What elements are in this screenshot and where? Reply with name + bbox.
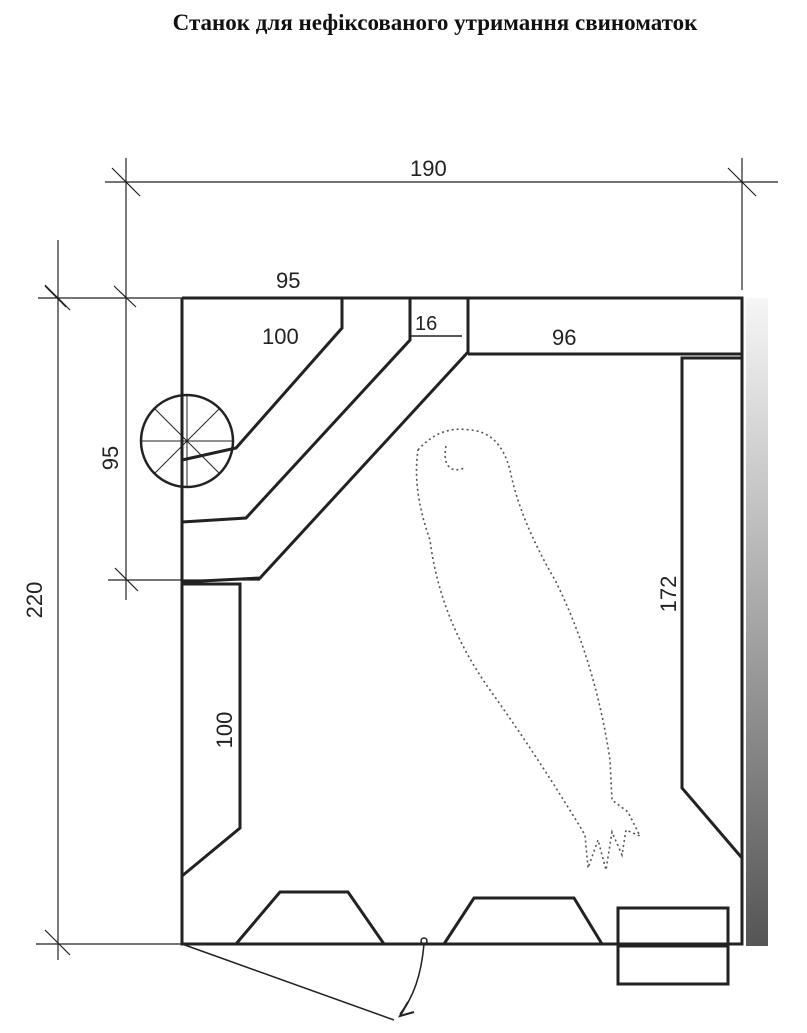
heater-box (616, 906, 730, 986)
dim-left-upper-height: 95 (98, 446, 123, 470)
door-swing (181, 937, 428, 1021)
sow-outline (415, 428, 642, 871)
dim-left-lower-panel: 100 (212, 712, 237, 749)
dimension-lines (36, 158, 778, 960)
dim-overall-height: 220 (22, 582, 47, 619)
shading-strip (746, 298, 768, 946)
dim-overall-width: 190 (410, 156, 447, 181)
dim-gap: 16 (415, 313, 437, 335)
dim-right-panel: 172 (656, 576, 681, 613)
dim-top-right-panel: 96 (552, 325, 576, 350)
dim-feeder-diagonal: 100 (262, 324, 299, 349)
diagram-title: Станок для нефіксованого утримання свино… (172, 10, 698, 35)
drinker-symbol (139, 393, 235, 489)
dim-top-left-width: 95 (276, 268, 300, 293)
pen-walls (180, 296, 744, 946)
